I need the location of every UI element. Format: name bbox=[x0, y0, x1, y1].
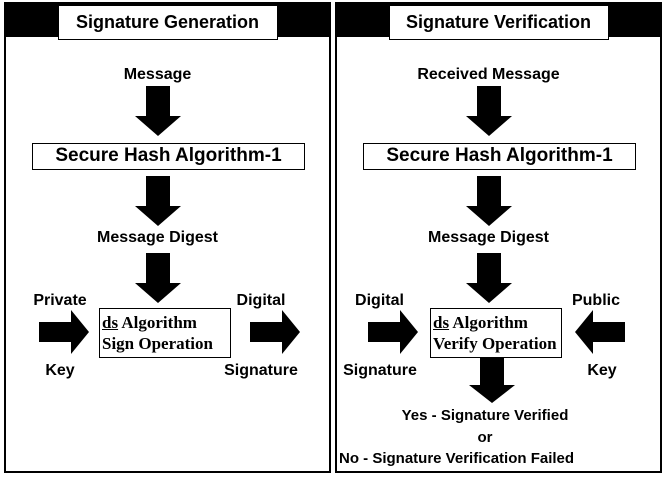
algorithm-word: Algorithm bbox=[118, 313, 197, 332]
right-arrow-icon bbox=[368, 310, 418, 354]
public-key-label-bottom: Key bbox=[587, 362, 617, 379]
received-message-label: Received Message bbox=[417, 66, 560, 83]
private-key-label-top: Private bbox=[33, 292, 87, 309]
message-label: Message bbox=[123, 66, 192, 83]
verify-operation-box: ds Algorithm Verify Operation bbox=[430, 308, 562, 358]
down-arrow-icon bbox=[135, 86, 181, 136]
message-digest-label: Message Digest bbox=[428, 229, 549, 246]
message-digest-label: Message Digest bbox=[97, 229, 218, 246]
digital-signature-label-bottom: Signature bbox=[343, 362, 417, 379]
down-arrow-icon bbox=[135, 253, 181, 303]
digital-signature-label-bottom: Signature bbox=[224, 362, 298, 379]
right-arrow-icon bbox=[39, 310, 89, 354]
result-yes-label: Yes - Signature Verified bbox=[401, 407, 569, 424]
sign-operation-box: ds Algorithm Sign Operation bbox=[99, 308, 231, 358]
ds-abbrev: ds bbox=[102, 313, 119, 332]
left-arrow-icon bbox=[575, 310, 625, 354]
hash-algorithm-box: Secure Hash Algorithm-1 bbox=[32, 143, 305, 170]
right-arrow-icon bbox=[250, 310, 300, 354]
generation-title: Signature Generation bbox=[57, 5, 278, 40]
digital-signature-label-top: Digital bbox=[236, 292, 286, 309]
down-arrow-icon bbox=[466, 253, 512, 303]
down-arrow-icon bbox=[466, 176, 512, 226]
verification-title: Signature Verification bbox=[388, 5, 609, 40]
down-arrow-icon bbox=[466, 86, 512, 136]
hash-algorithm-box: Secure Hash Algorithm-1 bbox=[363, 143, 636, 170]
verify-operation-label: Verify Operation bbox=[433, 334, 557, 353]
algorithm-word: Algorithm bbox=[449, 313, 528, 332]
signature-verification-panel: Signature Verification Received Message … bbox=[335, 2, 662, 473]
digital-signature-label-top: Digital bbox=[355, 292, 404, 309]
private-key-label-bottom: Key bbox=[45, 362, 75, 379]
down-arrow-icon bbox=[469, 358, 515, 403]
down-arrow-icon bbox=[135, 176, 181, 226]
ds-abbrev: ds bbox=[433, 313, 450, 332]
result-no-label: No - Signature Verification Failed bbox=[339, 450, 575, 467]
signature-generation-panel: Signature Generation Message Secure Hash… bbox=[4, 2, 331, 473]
sign-operation-label: Sign Operation bbox=[102, 334, 213, 353]
public-key-label-top: Public bbox=[571, 292, 620, 309]
result-or-label: or bbox=[477, 429, 493, 446]
